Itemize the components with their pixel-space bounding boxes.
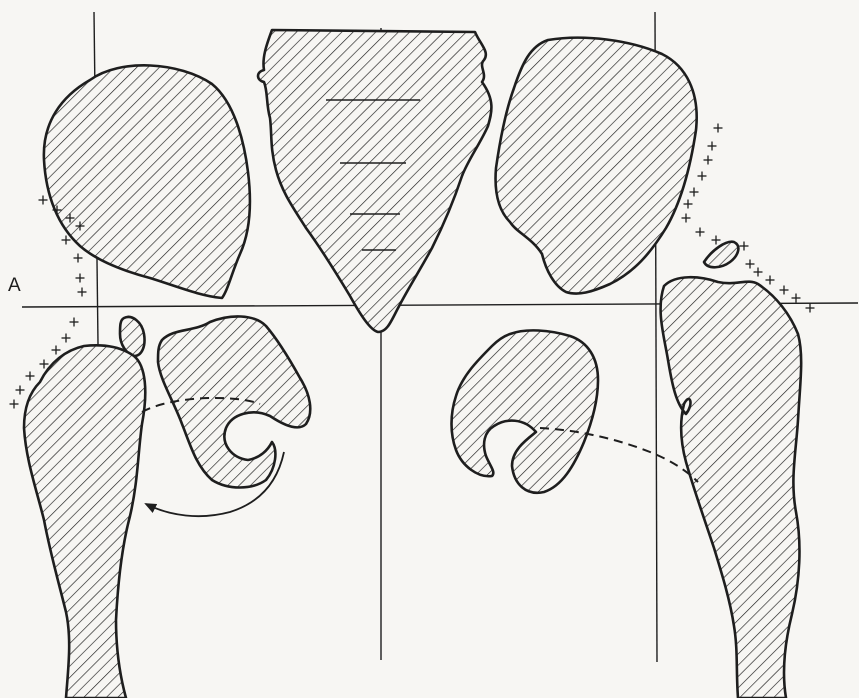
- cross-marker: [62, 334, 71, 343]
- left-ilium: [44, 65, 250, 298]
- cross-marker: [766, 276, 775, 285]
- left-femur: [24, 345, 145, 698]
- cross-marker: [70, 318, 79, 327]
- cross-marker: [40, 360, 49, 369]
- right-small-ossicle: [704, 242, 738, 268]
- cross-marker: [780, 286, 789, 295]
- cross-marker: [698, 172, 707, 181]
- cross-marker: [62, 236, 71, 245]
- cross-marker: [52, 346, 61, 355]
- cross-marker: [792, 294, 801, 303]
- cross-marker: [740, 242, 749, 251]
- left-femoral-head: [158, 316, 310, 487]
- cross-marker: [708, 142, 717, 151]
- cross-marker: [696, 228, 705, 237]
- sacrum: [258, 30, 491, 332]
- cross-marker: [754, 268, 763, 277]
- cross-marker: [10, 400, 19, 409]
- cross-marker: [690, 188, 699, 197]
- cross-marker: [78, 288, 87, 297]
- right-ilium: [496, 38, 697, 294]
- cross-marker: [39, 196, 48, 205]
- horizontal-line-label: A: [8, 275, 21, 296]
- cross-marker: [74, 254, 83, 263]
- right-femoral-head: [452, 330, 599, 492]
- cross-marker: [682, 214, 691, 223]
- cross-marker: [16, 386, 25, 395]
- cross-marker: [746, 260, 755, 269]
- cross-marker: [76, 274, 85, 283]
- cross-marker: [714, 124, 723, 133]
- cross-marker: [704, 156, 713, 165]
- cross-marker: [806, 304, 815, 313]
- cross-marker: [26, 372, 35, 381]
- cross-marker: [684, 200, 693, 209]
- right-femur: [661, 277, 802, 698]
- cross-marker: [712, 236, 721, 245]
